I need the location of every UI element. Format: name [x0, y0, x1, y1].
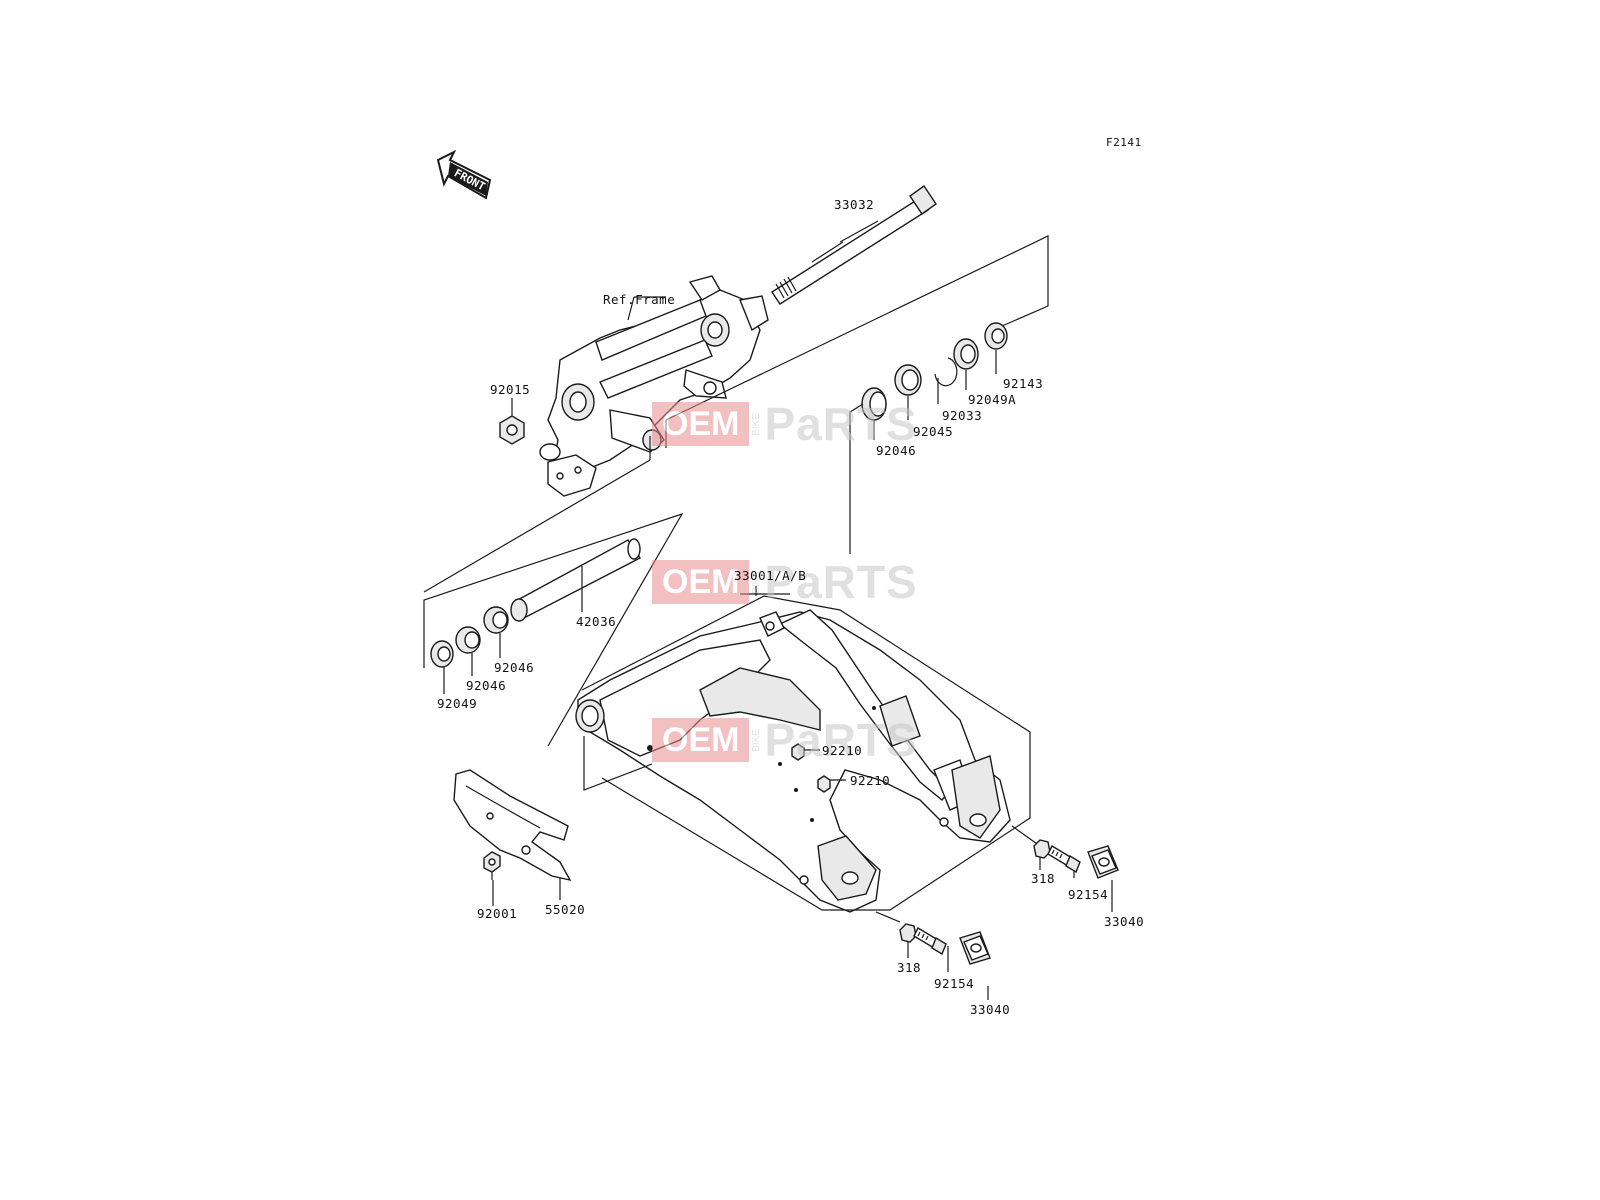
part-label-92045[interactable]: 92045 [913, 424, 954, 439]
seal-92049a[interactable] [953, 338, 979, 370]
part-label-318-a[interactable]: 318 [1031, 871, 1056, 886]
part-label-92143[interactable]: 92143 [1003, 376, 1044, 391]
seal-92049[interactable] [430, 640, 454, 668]
adjuster-33040-a[interactable] [1087, 845, 1119, 879]
part-label-92049[interactable]: 92049 [437, 696, 478, 711]
part-label-33001[interactable]: 33001/A/B [734, 568, 807, 583]
part-label-33032[interactable]: 33032 [834, 197, 875, 212]
bolt-92154-b[interactable] [913, 927, 947, 956]
part-label-318-b[interactable]: 318 [897, 960, 922, 975]
nut-318-a[interactable] [1033, 839, 1051, 859]
grease-nipple-92210-b[interactable] [817, 775, 831, 793]
part-label-92046-a[interactable]: 92046 [494, 660, 535, 675]
part-label-33040-b[interactable]: 33040 [970, 1002, 1011, 1017]
figure-code: F2141 [1106, 136, 1142, 149]
pivot-shaft[interactable] [771, 185, 937, 305]
bearing-92046-b[interactable] [455, 626, 481, 654]
leader-lines-left [443, 633, 501, 694]
part-label-42036[interactable]: 42036 [576, 614, 617, 629]
sleeve-42036[interactable] [510, 538, 642, 622]
front-arrow-icon: FRONT [436, 150, 492, 200]
grease-nipple-92210-a[interactable] [791, 743, 805, 761]
ref-frame-label: Ref.Frame [603, 292, 676, 307]
adjuster-33040-b[interactable] [959, 931, 991, 965]
frame-section [539, 275, 769, 497]
bearing-92045[interactable] [894, 364, 922, 396]
nut-318-b[interactable] [899, 923, 917, 943]
part-label-92210-b[interactable]: 92210 [850, 773, 891, 788]
part-label-55020[interactable]: 55020 [545, 902, 586, 917]
swingarm[interactable] [575, 609, 1011, 913]
bolt-92154-a[interactable] [1047, 845, 1081, 874]
part-label-92046-b[interactable]: 92046 [466, 678, 507, 693]
bearing-92046-right[interactable] [861, 387, 887, 421]
left-assembly-lines [423, 512, 684, 747]
part-label-92033[interactable]: 92033 [942, 408, 983, 423]
part-label-92001[interactable]: 92001 [477, 906, 518, 921]
bearing-92046-a[interactable] [483, 606, 509, 634]
part-label-92154-b[interactable]: 92154 [934, 976, 975, 991]
part-label-92154-a[interactable]: 92154 [1068, 887, 1109, 902]
swingarm-assembly-lines [492, 586, 1113, 1000]
part-label-92049a[interactable]: 92049A [968, 392, 1017, 407]
leader-lines-top [511, 220, 997, 554]
part-label-33040-a[interactable]: 33040 [1104, 914, 1145, 929]
part-label-92046-top[interactable]: 92046 [876, 443, 917, 458]
collar-92143[interactable] [984, 322, 1008, 350]
pivot-nut[interactable] [499, 415, 525, 445]
bolt-92001[interactable] [483, 851, 501, 880]
part-label-92210-a[interactable]: 92210 [822, 743, 863, 758]
part-label-92015[interactable]: 92015 [490, 382, 531, 397]
chain-guide[interactable] [453, 769, 572, 882]
